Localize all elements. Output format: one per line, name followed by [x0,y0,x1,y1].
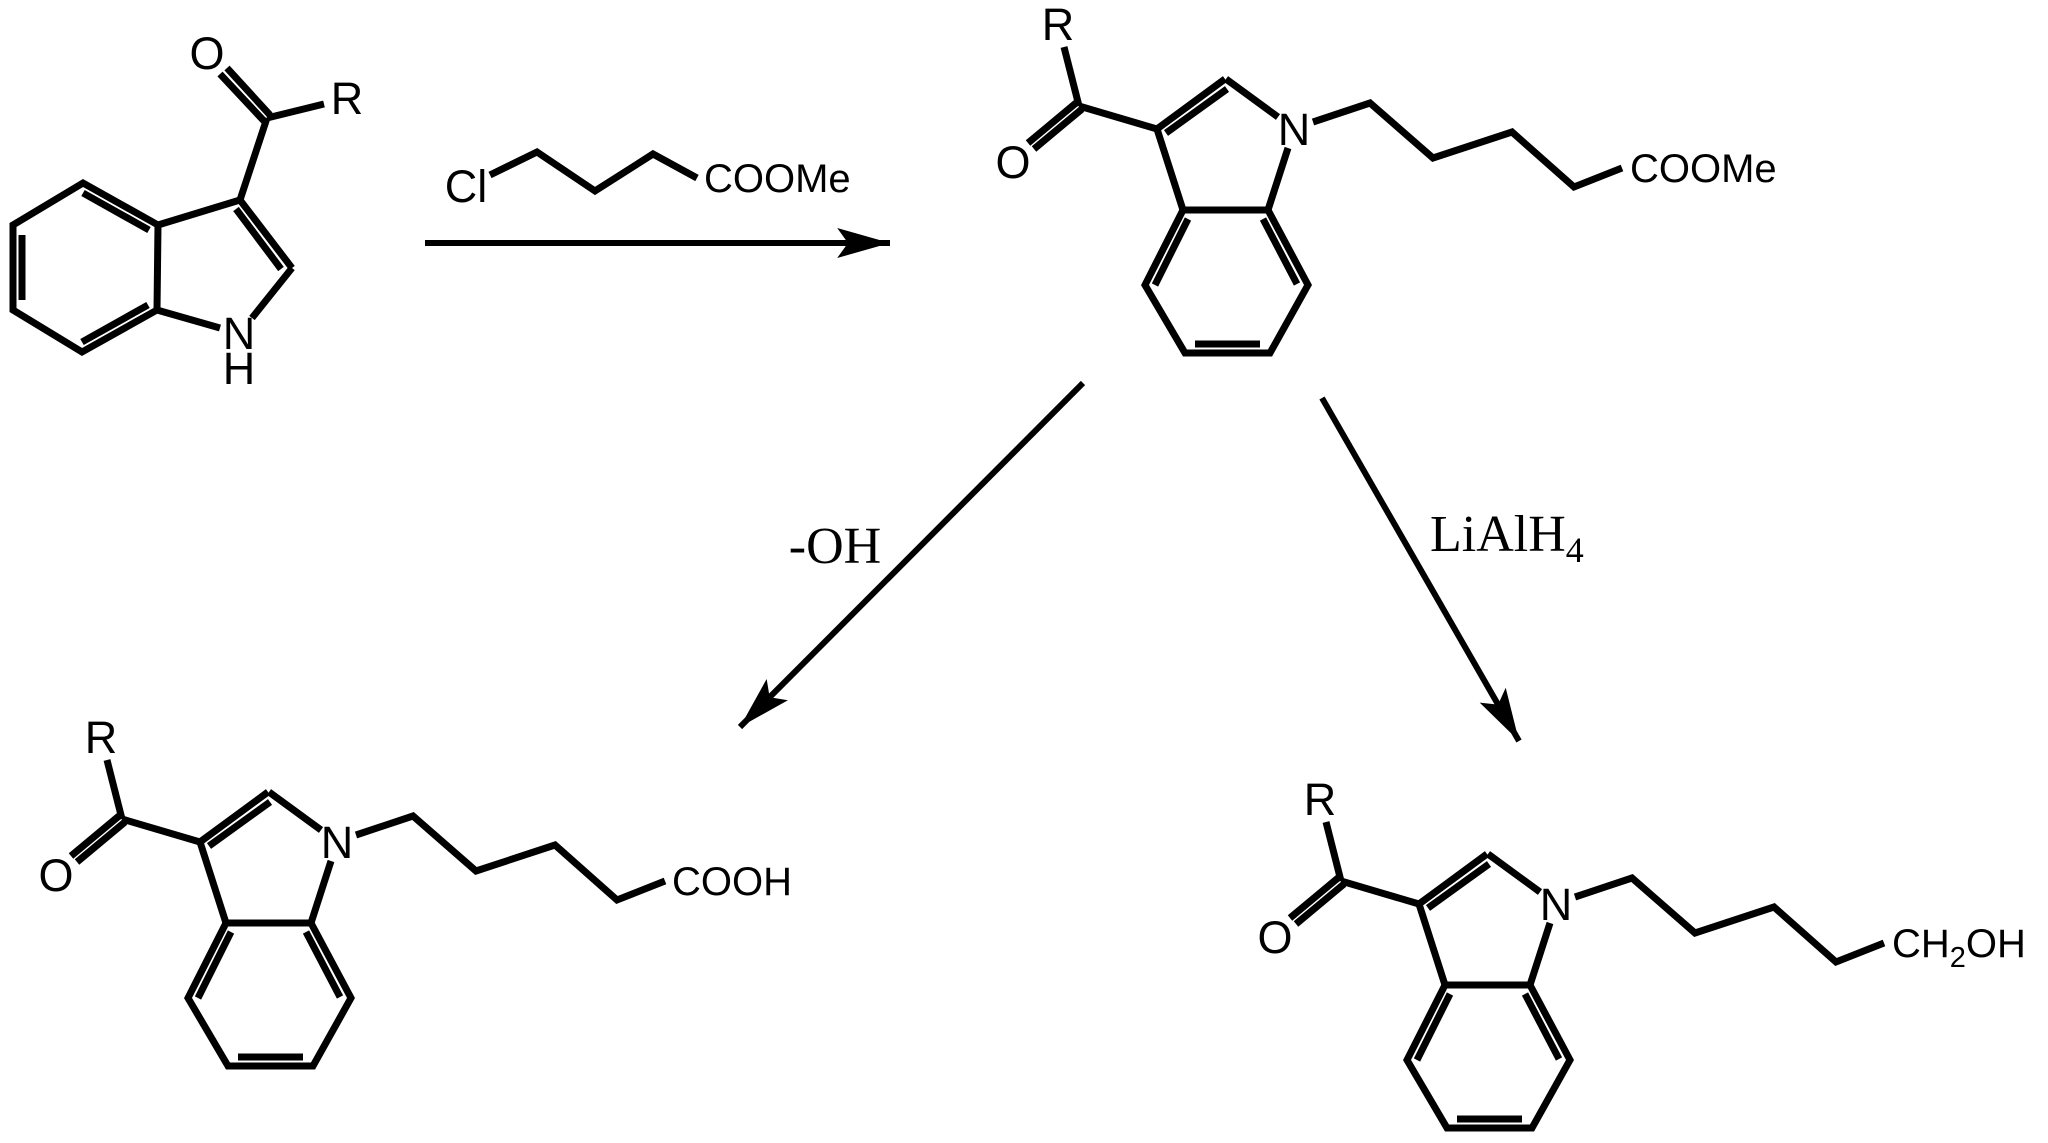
carbonyl-double-bond [217,65,273,124]
reagent-chain-bonds [488,147,699,196]
reduction-reagent-label: LiAlH4 [1430,506,1584,570]
chlorine-label: Cl [445,161,488,212]
alcohol-end-group-main: CH [1892,922,1950,966]
acid-product-skeleton [71,760,665,1066]
hydrolysis-reaction-arrow: -OH [737,380,1086,730]
nitrogen-label: N [1540,879,1573,930]
alcohol-end-group-label: CH2OH [1892,922,2026,974]
oxygen-label: O [38,850,73,901]
hydrolysis-label: -OH [789,518,881,575]
nitrogen-label: N [321,817,354,868]
ester-product-structure: R O N COOMe [995,0,1777,353]
alcohol-product-skeleton [1290,822,1884,1128]
alcohol-end-group-subscript: 2 [1950,942,1966,974]
reduction-reagent-subscript: 4 [1566,530,1584,570]
pyrrole-ring-bonds [153,196,295,332]
ester-end-group-label: COOMe [1630,147,1777,191]
reduction-reagent-main: LiAlH [1430,506,1566,563]
acid-product-structure: R O N COOH [38,712,792,1066]
alkylating-agent-structure: Cl COOMe [445,147,851,212]
start-material-structure: O R N H [9,28,364,394]
ester-group-label: COOMe [704,157,851,201]
alcohol-end-group-tail: OH [1966,922,2026,966]
oxygen-label: O [1257,912,1292,963]
arrow-down-left-icon [737,380,1086,730]
nh-hydrogen-label: H [223,343,256,394]
oxygen-label: O [995,137,1030,188]
r-group-label: R [331,73,364,124]
arrow-down-right-icon [1319,396,1522,743]
r-group-label: R [1304,774,1337,825]
alcohol-product-structure: R O N CH2OH [1257,774,2026,1128]
carboxyl-end-group-label: COOH [672,860,792,904]
pyrrole-double-bond-inner [233,206,284,272]
benzene-ring-bonds [9,178,160,357]
nitrogen-label: N [223,308,256,359]
r-group-label: R [85,712,118,763]
ester-product-skeleton [1028,47,1622,353]
benzene-double-bond-inners [18,189,151,346]
reduction-reaction-arrow: LiAlH4 [1319,396,1584,743]
acyl-bonds [236,100,325,202]
nitrogen-label: N [1278,104,1311,155]
oxygen-label: O [189,28,224,79]
r-group-label: R [1042,0,1075,50]
